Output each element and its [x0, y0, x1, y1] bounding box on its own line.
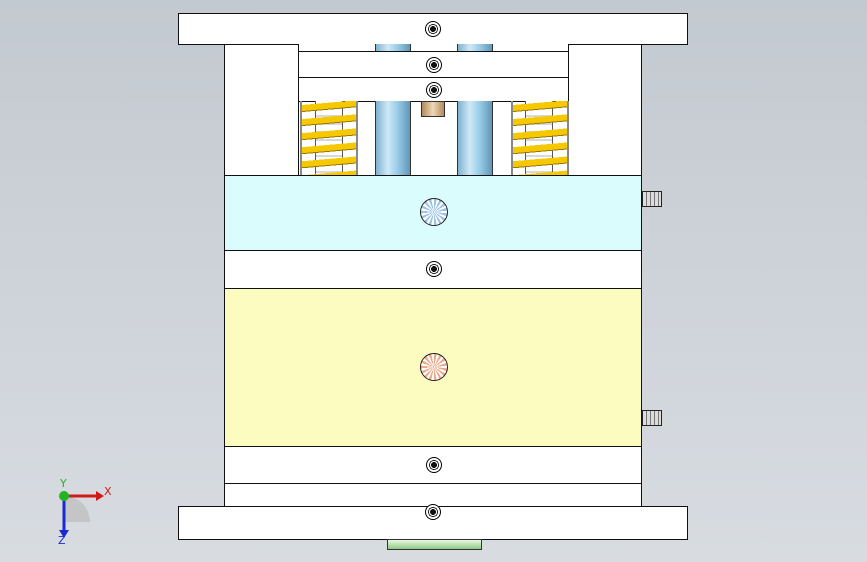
return-pin-right-upper: [457, 44, 493, 51]
water-fitting-lower[interactable]: [642, 410, 662, 426]
left-support-rail[interactable]: [224, 44, 299, 176]
spring-left[interactable]: [300, 101, 358, 175]
top-clamp-screw: [425, 21, 441, 37]
sprue-bushing-icon: [420, 198, 448, 226]
y-axis-dot: [59, 491, 69, 501]
core-insert-icon: [420, 353, 448, 381]
return-pin-right[interactable]: [457, 101, 493, 175]
ejector-screw: [426, 82, 442, 98]
x-axis-arrowhead: [96, 491, 104, 501]
return-pin-left[interactable]: [375, 101, 411, 175]
coordinate-triad: X Y Z: [44, 477, 124, 550]
z-axis-label: Z: [58, 534, 66, 547]
ejector-retainer-plate[interactable]: [298, 51, 569, 78]
bottom-clamp-plate[interactable]: [178, 504, 688, 540]
stripper-plate[interactable]: [224, 250, 642, 289]
water-fitting-upper[interactable]: [642, 191, 662, 207]
y-axis-label: Y: [60, 477, 67, 490]
return-pin-left-upper: [375, 44, 411, 51]
core-plate[interactable]: [224, 288, 642, 447]
triad-graphic: [59, 491, 104, 538]
cavity-plate[interactable]: [224, 175, 642, 251]
retainer-screw: [426, 57, 442, 73]
x-axis-label: X: [104, 485, 112, 498]
stripper-screw: [426, 261, 442, 277]
bottom-clamp-screw: [425, 504, 441, 520]
support-screw: [426, 457, 442, 473]
ejector-plate[interactable]: [298, 77, 569, 102]
spacer-block[interactable]: [224, 483, 642, 507]
top-clamp-plate[interactable]: [178, 13, 688, 45]
support-plate[interactable]: [224, 446, 642, 484]
z-axis-arrowhead: [59, 530, 69, 538]
spring-right[interactable]: [511, 101, 569, 175]
locating-ring[interactable]: [387, 539, 482, 550]
sprue-puller-bushing[interactable]: [421, 101, 445, 117]
right-support-rail[interactable]: [568, 44, 642, 176]
